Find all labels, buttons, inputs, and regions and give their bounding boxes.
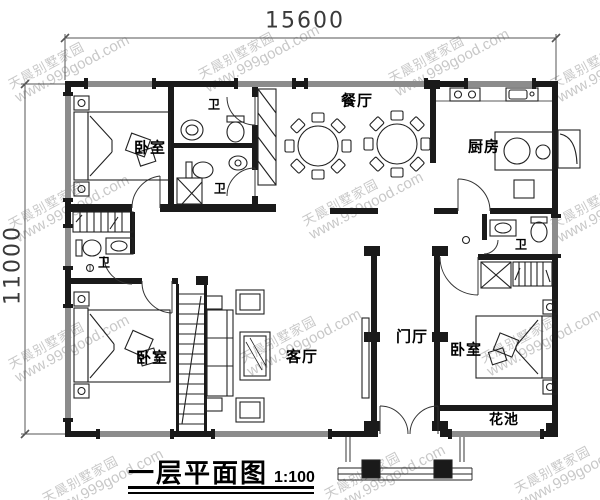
hall-cabinet [257, 88, 277, 186]
shower-bottom-right [480, 261, 512, 289]
bath-right-fixtures [461, 216, 548, 245]
room-label-bedroom-bottom-right: 卧室 [449, 341, 483, 359]
porch [337, 437, 473, 481]
room-label-living: 客厅 [285, 348, 319, 366]
room-label-bedroom-bottom-left: 卧室 [135, 349, 169, 367]
staircase [179, 293, 204, 425]
bath-lower-fixtures [176, 155, 248, 205]
title-underline-thick [128, 486, 314, 489]
drawing-title: 一层平面图 1:100 [128, 453, 315, 490]
room-label-bath-top-lower: 卫 [213, 181, 227, 196]
sofa-set [205, 289, 370, 423]
room-label-bedroom-top-left: 卧室 [133, 139, 167, 157]
room-label-bath-top-upper: 卫 [207, 97, 221, 112]
bed-bottom-left [73, 291, 171, 399]
room-label-dining: 餐厅 [340, 92, 374, 110]
title-text: 一层平面图 [128, 458, 269, 488]
title-underline-thin [128, 492, 314, 494]
furniture [72, 87, 581, 481]
wardrobe-left [72, 211, 134, 233]
windows [63, 78, 561, 439]
bed-bottom-right [475, 299, 558, 395]
wardrobe-bottom-right [512, 261, 553, 287]
title-scale: 1:100 [274, 469, 315, 486]
dining-tables [284, 110, 431, 180]
bath-upper-fixtures [180, 115, 245, 143]
room-label-foyer: 门厅 [395, 328, 429, 346]
dimension-width: 15600 [265, 8, 345, 34]
room-label-kitchen: 厨房 [467, 138, 501, 156]
dimension-lines [20, 33, 561, 439]
room-label-bath-right: 卫 [514, 237, 528, 252]
room-label-bath-left: 卫 [97, 255, 111, 270]
bed-top-left [73, 95, 171, 197]
walls [65, 80, 558, 437]
room-label-flower-bed: 花池 [489, 411, 519, 427]
dimension-height: 11000 [0, 225, 26, 305]
bath-left-fixtures [75, 237, 134, 273]
doors [103, 96, 499, 435]
kitchen-fixtures [436, 87, 581, 199]
